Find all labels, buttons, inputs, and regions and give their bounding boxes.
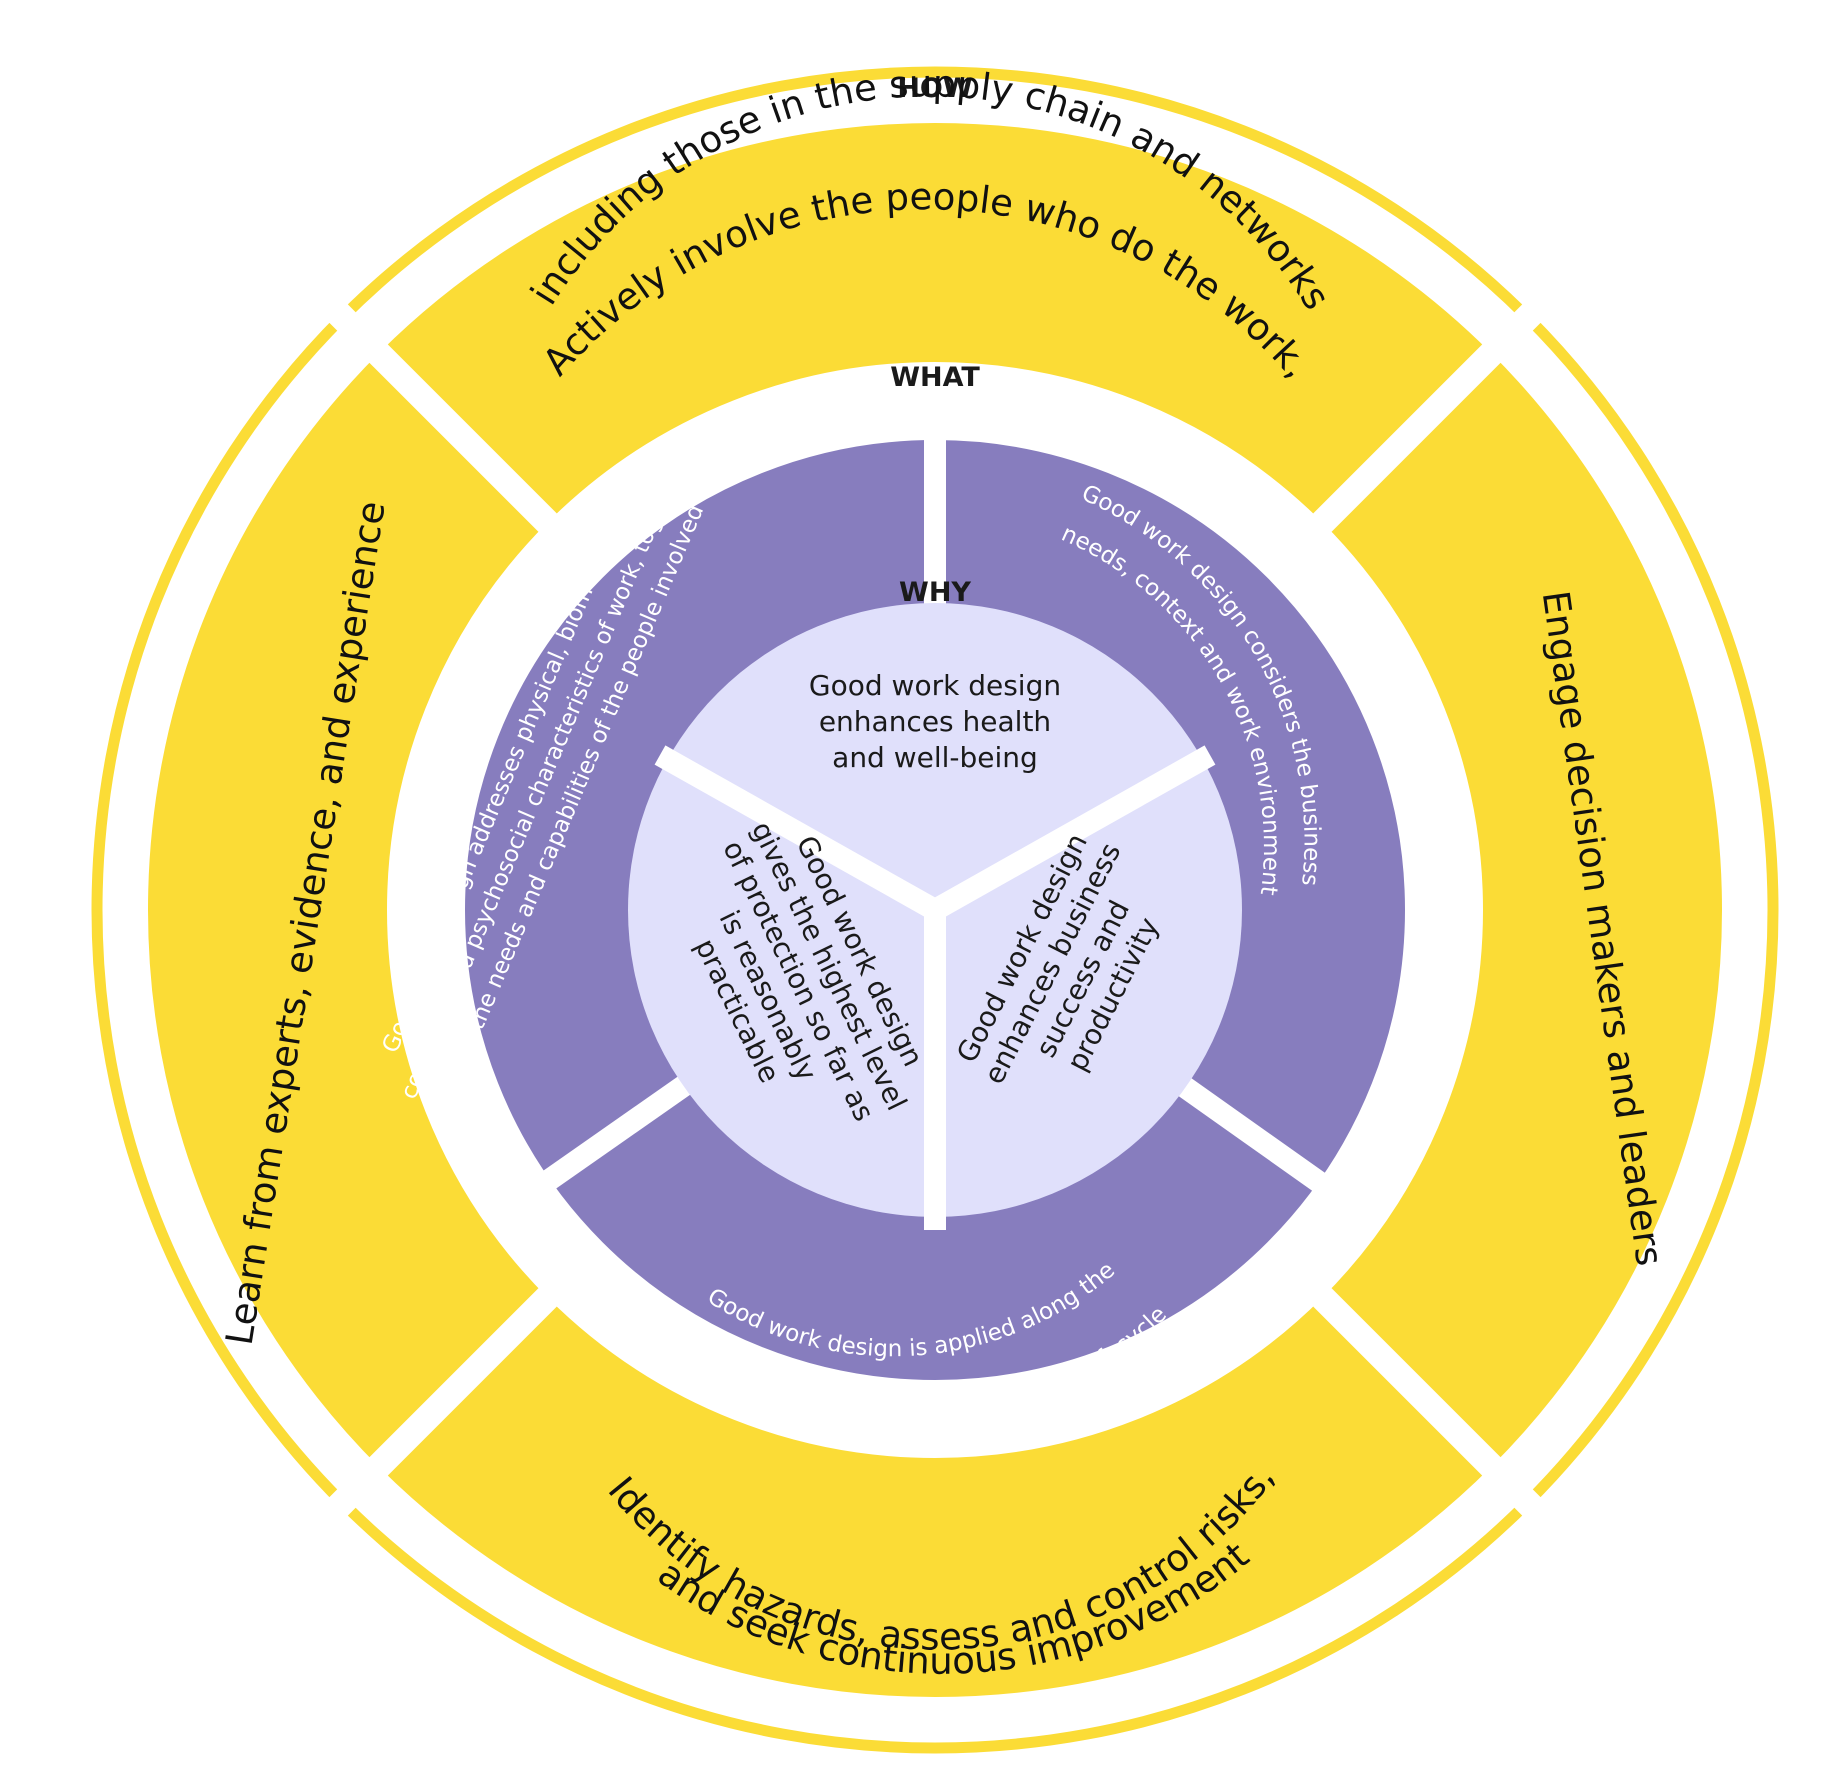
why-divider-upleft [654,745,941,920]
why-divider-upright [929,745,1216,920]
why-label: WHY [899,577,971,608]
how-label: HOW [897,73,972,104]
why-right-text: Good work design enhances business succe… [950,828,1166,1089]
why-top-line-1: Good work design [809,669,1061,702]
how-annulus [148,123,1722,1697]
why-top-line-3: and well-being [832,741,1038,774]
why-top-text: Good work design enhances health and wel… [809,669,1061,774]
why-segments [628,603,1242,1230]
why-top-line-2: enhances health [819,705,1051,738]
outer-ring [91,66,1779,1754]
what-label: WHAT [890,362,980,393]
